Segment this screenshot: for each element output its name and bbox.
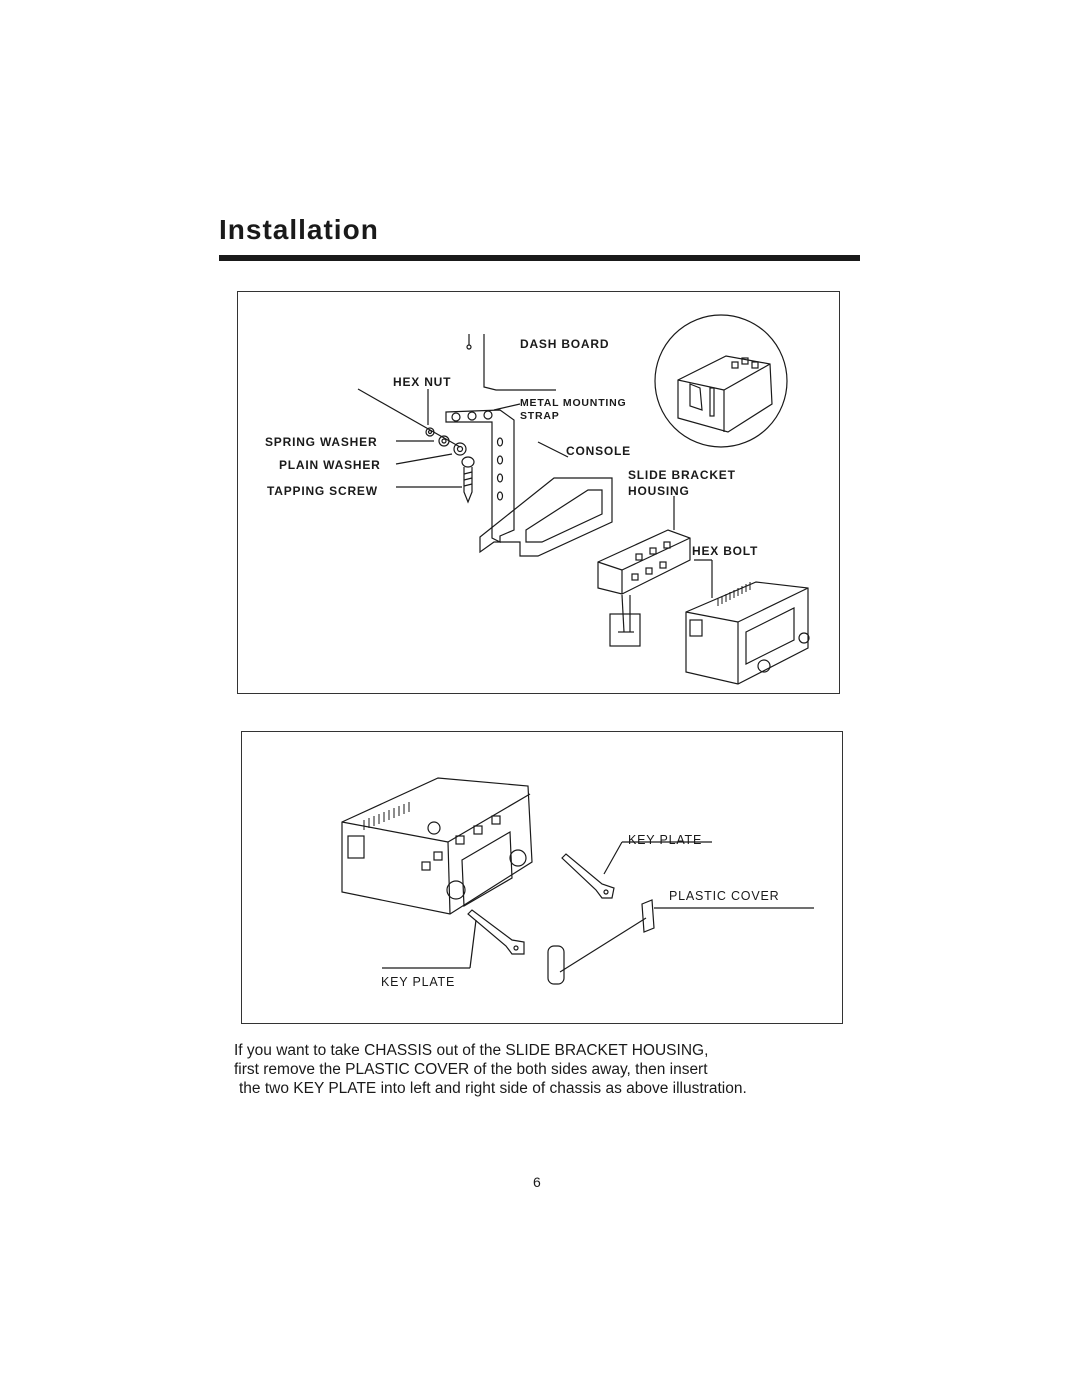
leader-line (469, 919, 477, 969)
label-hex-bolt: HEX BOLT (692, 544, 758, 558)
leader-line (395, 453, 453, 465)
leader-line (357, 388, 461, 448)
head-unit-knob (798, 632, 810, 644)
label-plastic-cover: PLASTIC COVER (669, 889, 779, 903)
leader-line (603, 841, 623, 875)
head-unit-screen (745, 607, 795, 665)
head-unit-connector (689, 619, 703, 637)
plastic-cover-part (547, 945, 565, 985)
label-key-plate-right: KEY PLATE (628, 833, 702, 847)
label-spring-washer: SPRING WASHER (265, 435, 377, 449)
page-number: 6 (533, 1174, 541, 1190)
label-tapping-screw: TAPPING SCREW (267, 484, 378, 498)
page-title: Installation (219, 214, 379, 245)
leader-line (493, 403, 521, 411)
strap-hole (451, 412, 461, 422)
strap-hole (496, 473, 504, 483)
label-key-plate-left: KEY PLATE (381, 975, 455, 989)
strap-hole (496, 491, 504, 501)
console-opening (525, 489, 603, 543)
dash-pin-head (466, 344, 472, 350)
chassis-screen (461, 830, 513, 908)
plastic-cover-part (641, 899, 655, 933)
strap-hole (496, 455, 504, 465)
key-plate-right (561, 853, 615, 899)
mounting-diagram: DASH BOARD HEX NUT METAL MOUNTING STRAP … (237, 291, 840, 694)
leader-line (559, 917, 647, 973)
detail-inset (654, 314, 788, 448)
instruction-line-3: the two KEY PLATE into left and right si… (239, 1080, 747, 1097)
label-plain-washer: PLAIN WASHER (279, 458, 381, 472)
label-console: CONSOLE (566, 444, 631, 458)
strap-hole (496, 437, 504, 447)
leader-line (537, 441, 569, 458)
inset-housing (677, 355, 773, 433)
dash-board-outline (483, 334, 556, 391)
screw-head (461, 456, 475, 468)
spring-washer-part (441, 438, 447, 444)
instruction-line-2: first remove the PLASTIC COVER of the bo… (234, 1061, 708, 1078)
slide-bracket-housing (597, 529, 691, 595)
strap-hole (467, 411, 477, 421)
head-unit-body (685, 581, 809, 685)
instruction-text: If you want to take CHASSIS out of the S… (234, 1041, 834, 1098)
chassis-knob (446, 880, 466, 900)
key-detail-box (609, 613, 641, 647)
head-unit-knob (757, 659, 771, 673)
plain-washer-part (453, 442, 467, 456)
metal-strap-shape (445, 409, 515, 543)
chassis-body (341, 777, 533, 915)
title-rule (219, 255, 860, 261)
key-plate-diagram: KEY PLATE PLASTIC COVER KEY PLATE (241, 731, 843, 1024)
label-slide-bracket: SLIDE BRACKET (628, 468, 736, 482)
console-outline (479, 477, 613, 557)
mounting-diagram-drawing: DASH BOARD HEX NUT METAL MOUNTING STRAP … (265, 314, 810, 685)
label-strap: STRAP (520, 410, 560, 422)
key-plate-drawing: KEY PLATE PLASTIC COVER KEY PLATE (341, 777, 814, 989)
plain-washer-part (456, 445, 464, 453)
label-dash-board: DASH BOARD (520, 337, 609, 351)
strap-hole (483, 410, 493, 420)
instruction-line-1: If you want to take CHASSIS out of the S… (234, 1042, 709, 1059)
chassis-hole (427, 821, 441, 835)
chassis-connector (347, 835, 365, 859)
key-plate-left (467, 909, 525, 955)
label-metal-mounting: METAL MOUNTING (520, 397, 626, 409)
chassis-knob (509, 849, 527, 867)
screw-body (463, 467, 473, 504)
label-housing: HOUSING (628, 484, 690, 498)
label-hex-nut: HEX NUT (393, 375, 451, 389)
